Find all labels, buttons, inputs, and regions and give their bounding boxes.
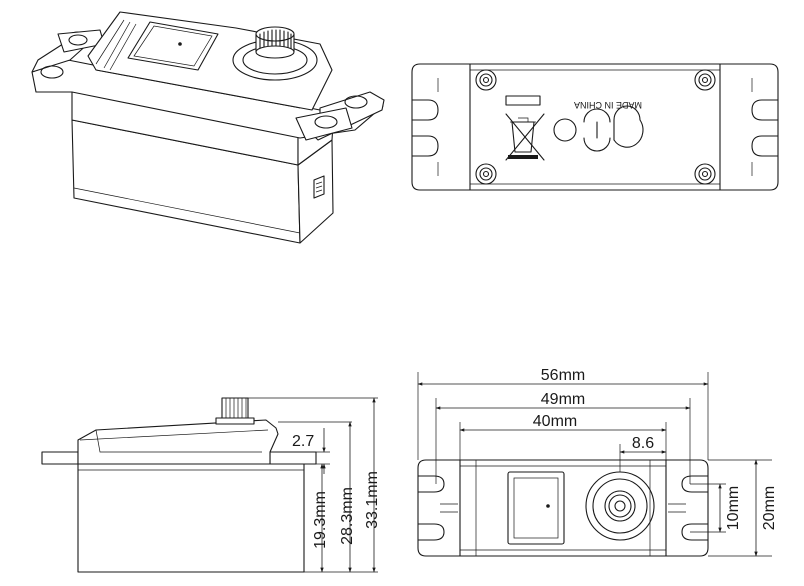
width-mount-holes-label: 49mm	[541, 391, 585, 408]
spline-offset-label: 8.6	[632, 435, 654, 452]
recycle-circle-icon	[553, 118, 577, 142]
height-total-label: 33.1mm	[364, 471, 381, 529]
height-to-tab-label: 19.3mm	[312, 491, 329, 549]
ce-mark-icon	[583, 105, 644, 152]
side-view: 2.7 19.3mm 28.3mm 33.1mm	[41, 397, 381, 573]
top-view: 56mm 49mm 40mm 8.6 10mm 20mm	[417, 367, 778, 557]
tab-thickness-label: 2.7	[292, 433, 314, 450]
bottom-view: MADE IN CHINA	[411, 63, 779, 191]
height-to-top-label: 28.3mm	[339, 487, 356, 545]
output-spline-icon	[585, 471, 655, 541]
screw-icon	[475, 69, 716, 185]
hole-spacing-label: 10mm	[725, 486, 742, 530]
made-in-label: MADE IN CHINA	[574, 100, 642, 110]
isometric-view	[31, 11, 385, 244]
depth-total-label: 20mm	[761, 486, 778, 530]
width-total-label: 56mm	[541, 367, 585, 384]
width-body-label: 40mm	[533, 413, 577, 430]
weee-bin-icon	[505, 113, 545, 161]
